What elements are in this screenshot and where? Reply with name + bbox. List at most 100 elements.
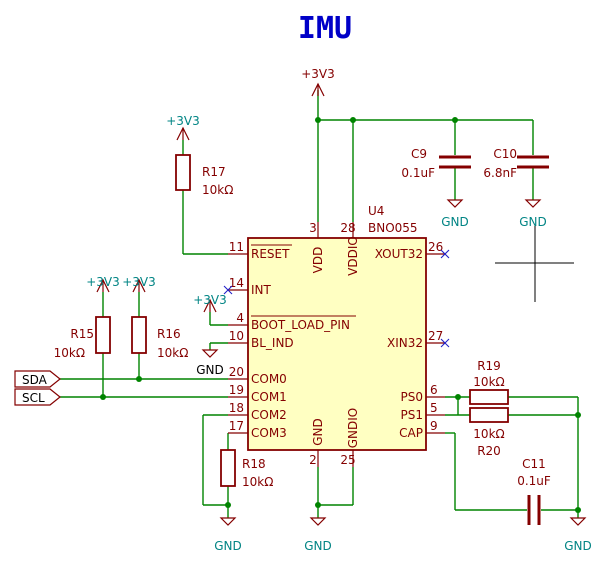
svg-text:6: 6 bbox=[430, 383, 438, 397]
svg-text:14: 14 bbox=[229, 276, 244, 290]
svg-text:10kΩ: 10kΩ bbox=[473, 427, 504, 441]
resistor-r15: R15 10kΩ bbox=[54, 316, 111, 360]
svg-text:+3V3: +3V3 bbox=[166, 114, 200, 128]
no-connect-markers bbox=[223, 249, 450, 348]
sheet-title: IMU bbox=[298, 11, 352, 46]
ic-u4: U4 BNO055 3 28 VDD VDDIO 2 25 GND GNDIO … bbox=[228, 204, 445, 467]
svg-text:GND: GND bbox=[519, 215, 547, 229]
svg-text:+3V3: +3V3 bbox=[193, 293, 227, 307]
svg-text:10kΩ: 10kΩ bbox=[54, 346, 85, 360]
svg-text:GND: GND bbox=[196, 363, 224, 377]
power-top: +3V3 bbox=[301, 67, 335, 97]
svg-text:SDA: SDA bbox=[22, 373, 48, 387]
svg-text:0.1uF: 0.1uF bbox=[517, 474, 551, 488]
svg-text:10kΩ: 10kΩ bbox=[157, 346, 188, 360]
pin-num-gndio: 25 bbox=[340, 453, 355, 467]
svg-text:9: 9 bbox=[430, 419, 438, 433]
svg-text:GND: GND bbox=[564, 539, 592, 553]
pin-com0: 20 COM0 bbox=[228, 365, 287, 386]
svg-text:INT: INT bbox=[251, 283, 272, 297]
svg-text:R18: R18 bbox=[242, 457, 266, 471]
svg-text:R17: R17 bbox=[202, 165, 226, 179]
capacitor-c11: C11 0.1uF bbox=[517, 457, 551, 525]
svg-text:18: 18 bbox=[229, 401, 244, 415]
svg-text:BOOT_LOAD_PIN: BOOT_LOAD_PIN bbox=[251, 318, 350, 332]
svg-text:GND: GND bbox=[214, 539, 242, 553]
svg-text:PS0: PS0 bbox=[401, 390, 424, 404]
pin-xout32: 26 XOUT32 bbox=[375, 240, 445, 261]
svg-text:10kΩ: 10kΩ bbox=[202, 183, 233, 197]
gnd-c10: GND bbox=[519, 199, 547, 229]
svg-text:20: 20 bbox=[229, 365, 244, 379]
pin-com3: 17 COM3 bbox=[228, 419, 287, 440]
pin-name-vddio: VDDIO bbox=[346, 236, 360, 276]
svg-text:U4: U4 bbox=[368, 204, 384, 218]
svg-text:10kΩ: 10kΩ bbox=[242, 475, 273, 489]
svg-text:19: 19 bbox=[229, 383, 244, 397]
pin-cap: 9 CAP bbox=[399, 419, 445, 440]
svg-text:COM1: COM1 bbox=[251, 390, 287, 404]
pin-num-vddio: 28 bbox=[340, 221, 355, 235]
pin-name-gnd: GND bbox=[311, 418, 325, 446]
svg-text:COM3: COM3 bbox=[251, 426, 287, 440]
svg-text:+3V3: +3V3 bbox=[122, 275, 156, 289]
pin-ps1: 5 PS1 bbox=[401, 401, 445, 422]
svg-text:C9: C9 bbox=[411, 147, 427, 161]
power-r17: +3V3 bbox=[166, 114, 200, 141]
power-r15: +3V3 bbox=[86, 275, 120, 293]
pin-com1: 19 COM1 bbox=[228, 383, 287, 404]
pin-com2: 18 COM2 bbox=[228, 401, 287, 422]
svg-text:CAP: CAP bbox=[399, 426, 423, 440]
svg-text:R15: R15 bbox=[70, 327, 94, 341]
pin-name-vdd: VDD bbox=[311, 247, 325, 274]
gnd-c9: GND bbox=[441, 199, 469, 229]
svg-text:R16: R16 bbox=[157, 327, 181, 341]
junction-dots bbox=[100, 117, 581, 513]
svg-text:4: 4 bbox=[236, 311, 244, 325]
resistor-r17: R17 10kΩ bbox=[175, 154, 233, 197]
svg-text:C10: C10 bbox=[493, 147, 517, 161]
capacitor-c9: C9 0.1uF bbox=[401, 147, 471, 180]
svg-text:6.8nF: 6.8nF bbox=[483, 166, 517, 180]
svg-text:+3V3: +3V3 bbox=[86, 275, 120, 289]
svg-text:26: 26 bbox=[428, 240, 443, 254]
svg-text:11: 11 bbox=[229, 240, 244, 254]
svg-text:COM2: COM2 bbox=[251, 408, 287, 422]
svg-text:0.1uF: 0.1uF bbox=[401, 166, 435, 180]
svg-text:10kΩ: 10kΩ bbox=[473, 375, 504, 389]
resistor-r16: R16 10kΩ bbox=[131, 316, 188, 360]
svg-text:27: 27 bbox=[428, 329, 443, 343]
svg-text:BL_IND: BL_IND bbox=[251, 336, 294, 350]
svg-text:RESET: RESET bbox=[251, 247, 290, 261]
pin-xin32: 27 XIN32 bbox=[387, 329, 445, 350]
gnd-bl: GND bbox=[196, 349, 224, 377]
pin-bl-ind: 10 BL_IND bbox=[228, 329, 294, 350]
power-r16: +3V3 bbox=[122, 275, 156, 293]
pin-reset: 11 RESET bbox=[228, 240, 292, 261]
svg-text:+3V3: +3V3 bbox=[301, 67, 335, 81]
resistor-r18: R18 10kΩ bbox=[220, 449, 273, 489]
svg-text:R20: R20 bbox=[477, 444, 501, 458]
svg-text:GND: GND bbox=[441, 215, 469, 229]
svg-text:10: 10 bbox=[229, 329, 244, 343]
gnd-r18: GND bbox=[214, 517, 242, 553]
pin-name-gndio: GNDIO bbox=[346, 408, 360, 449]
resistor-r19: R19 10kΩ bbox=[469, 359, 509, 405]
svg-text:GND: GND bbox=[304, 539, 332, 553]
resistor-r20: 10kΩ R20 bbox=[469, 407, 509, 458]
svg-text:C11: C11 bbox=[522, 457, 546, 471]
pin-int: 14 INT bbox=[228, 276, 272, 297]
pin-num-vdd: 3 bbox=[309, 221, 317, 235]
gnd-c11: GND bbox=[564, 517, 592, 553]
svg-text:R19: R19 bbox=[477, 359, 501, 373]
svg-text:XIN32: XIN32 bbox=[387, 336, 423, 350]
gnd-ic: GND bbox=[304, 517, 332, 553]
pin-boot-load: 4 BOOT_LOAD_PIN bbox=[228, 311, 356, 332]
svg-text:5: 5 bbox=[430, 401, 438, 415]
svg-text:BNO055: BNO055 bbox=[368, 221, 418, 235]
power-boot: +3V3 bbox=[193, 293, 227, 313]
net-label-sda: SDA bbox=[14, 370, 61, 388]
pin-ps0: 6 PS0 bbox=[401, 383, 445, 404]
pin-num-gnd: 2 bbox=[309, 453, 317, 467]
